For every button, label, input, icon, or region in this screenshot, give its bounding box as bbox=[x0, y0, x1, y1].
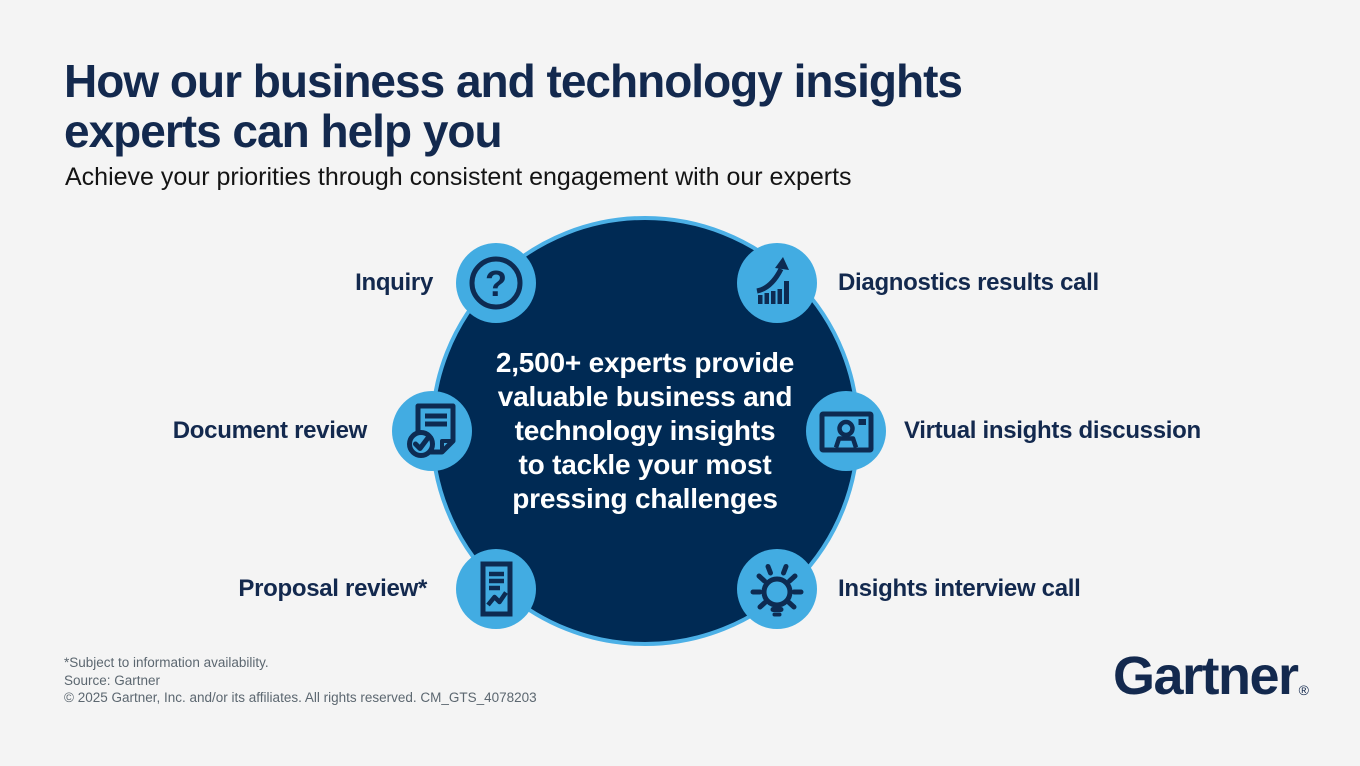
center-text-line: to tackle your most bbox=[518, 449, 772, 480]
growth-chart-arrow-icon bbox=[756, 257, 789, 304]
item-label-insights-interview-call: Insights interview call bbox=[838, 575, 1081, 602]
svg-text:?: ? bbox=[485, 263, 507, 304]
inquiry-icon-badge: ? bbox=[456, 243, 536, 323]
page-title-line1: How our business and technology insights bbox=[64, 55, 963, 107]
document-check-icon bbox=[407, 403, 456, 458]
gartner-logo-wordmark: Gartner bbox=[1113, 646, 1299, 706]
footnote-source: Source: Gartner bbox=[64, 672, 161, 688]
registered-trademark-icon: ® bbox=[1298, 682, 1309, 698]
footnote-copyright: © 2025 Gartner, Inc. and/or its affiliat… bbox=[64, 690, 537, 705]
item-label-document-review: Document review bbox=[172, 417, 368, 444]
question-icon: ? bbox=[469, 256, 523, 310]
item-label-diagnostics-results-call: Diagnostics results call bbox=[838, 269, 1099, 296]
item-label-proposal-review: Proposal review* bbox=[238, 575, 427, 602]
center-text-line: technology insights bbox=[514, 415, 776, 446]
insights-interview-icon-badge bbox=[737, 549, 817, 629]
document-review-icon-badge bbox=[392, 391, 472, 471]
footer-notes: *Subject to information availability. So… bbox=[64, 654, 537, 707]
center-circle-text: 2,500+ experts provide valuable business… bbox=[495, 346, 795, 516]
virtual-discussion-icon-badge bbox=[806, 391, 886, 471]
gartner-logo: Gartner ® bbox=[1113, 648, 1309, 704]
center-text-line: valuable business and bbox=[497, 381, 793, 412]
footnote-availability: *Subject to information availability. bbox=[64, 655, 269, 670]
item-label-virtual-insights-discussion: Virtual insights discussion bbox=[904, 417, 1201, 444]
center-text-line: pressing challenges bbox=[512, 483, 778, 514]
page-title-line2: experts can help you bbox=[64, 105, 503, 157]
lightbulb-icon bbox=[750, 564, 804, 617]
center-text-line: 2,500+ experts provide bbox=[495, 347, 795, 378]
video-call-icon bbox=[819, 411, 874, 453]
page-title: How our business and technology insights… bbox=[64, 55, 963, 157]
proposal-document-icon bbox=[480, 561, 513, 617]
proposal-review-icon-badge bbox=[456, 549, 536, 629]
page-subtitle: Achieve your priorities through consiste… bbox=[65, 163, 852, 191]
diagnostics-icon-badge bbox=[737, 243, 817, 323]
item-label-inquiry: Inquiry bbox=[355, 269, 433, 296]
